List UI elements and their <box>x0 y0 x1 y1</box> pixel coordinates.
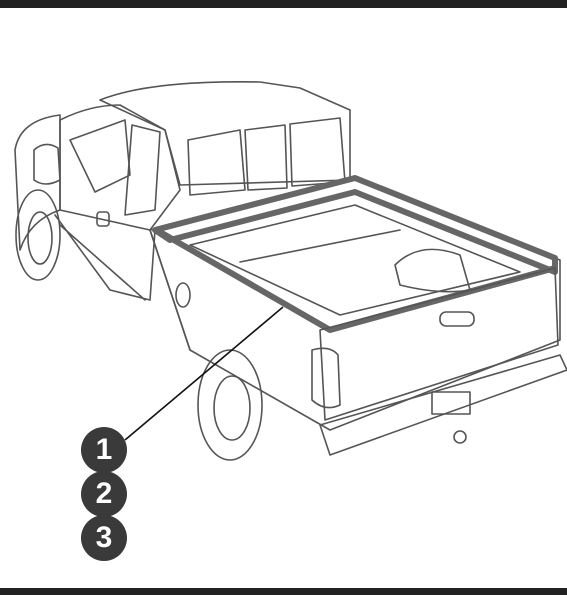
rear-rim <box>213 375 251 441</box>
bottom-rule <box>0 588 567 595</box>
door-handle <box>96 211 110 227</box>
rear-bumper <box>319 354 567 456</box>
top-rule <box>0 0 567 8</box>
tailgate-handle <box>439 311 475 327</box>
door-panel <box>54 214 156 301</box>
back-window-mid <box>244 124 288 191</box>
bed-rail-side <box>157 229 558 333</box>
license-plate <box>431 391 471 415</box>
back-window-right <box>289 117 346 187</box>
side-mirror <box>33 143 61 185</box>
side-trim <box>59 224 146 301</box>
front-tire <box>15 189 61 281</box>
fuel-door <box>175 282 191 308</box>
callout-badge-3: 3 <box>81 515 127 561</box>
bed-floor <box>189 204 521 316</box>
rear-side-window <box>124 124 161 216</box>
cab-front <box>59 104 181 231</box>
front-window <box>69 119 131 193</box>
back-window-left <box>187 129 246 196</box>
hood <box>14 114 61 251</box>
tailgate <box>319 267 559 421</box>
callout-badge-1: 1 <box>81 427 127 473</box>
hitch <box>453 430 467 444</box>
cab-roof <box>99 81 351 186</box>
truck-illustration <box>14 81 567 461</box>
rear-tire <box>197 349 263 461</box>
bed-floor-line <box>239 229 401 263</box>
wheel-well <box>394 248 471 293</box>
taillight <box>311 347 341 409</box>
callout-badge-2: 2 <box>81 471 127 517</box>
front-rim <box>27 211 53 265</box>
